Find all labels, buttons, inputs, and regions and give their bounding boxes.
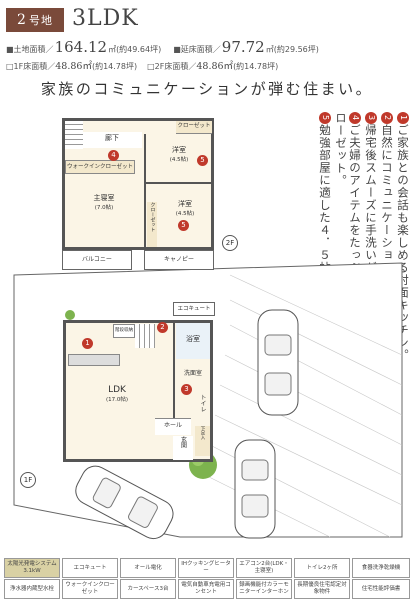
f2-closet-top: クローゼット (176, 121, 212, 134)
equipment-ev-outlet: 電気自動車充電用コンセント (178, 579, 234, 599)
marker-2: 2 (157, 322, 168, 333)
f2-stairs (65, 121, 83, 149)
land-area-label: ■土地面積／ (6, 45, 54, 54)
f2-balcony: バルコニー (62, 250, 132, 270)
equipment-dishwasher: 食器洗浄乾燥機 (352, 558, 410, 578)
floor-1-plan: エコキュート 階段収納 2 1 LDK (17.0帖) 浴室 洗面室 3 トイレ… (20, 298, 225, 488)
floor-2-plan: 廊下 クローゼット ウォークインクローゼット 4 主寝室 (7.0帖) 洋室 (… (52, 110, 238, 290)
plant-icon (65, 310, 75, 320)
marker-4: 4 (108, 150, 119, 161)
eco-cute-unit: エコキュート (173, 302, 215, 316)
area-block: ■土地面積／ 164.12 ㎡ (約49.64坪) ■延床面積／ 97.72 ㎡… (6, 38, 410, 72)
equipment-solar: 太陽光発電システム3.1kW (4, 558, 60, 578)
layout-title: 3LDK (72, 6, 139, 31)
f2-area-label: □2F床面積／ (147, 62, 197, 71)
f1-hall: ホール (155, 418, 191, 435)
marker-5-b: 5 (178, 220, 189, 231)
floor-area-unit: ㎡ (265, 45, 274, 54)
equipment-water-filter: 浄水器内蔵型水栓 (4, 579, 60, 599)
f2-canopy: キャノピー (144, 250, 214, 270)
f2-area-tsubo: (約14.78坪) (233, 62, 279, 71)
f1-toilet: トイレ (199, 394, 206, 412)
equipment-all-electric: オール電化 (120, 558, 176, 578)
marker-1: 1 (82, 338, 93, 349)
f1-bath: 浴室 (176, 323, 210, 359)
car-1-icon (257, 309, 299, 416)
feature-1-number: 1 (397, 112, 409, 124)
marker-3: 3 (181, 384, 192, 395)
f1-divider-v (173, 320, 175, 425)
equipment-toilet-2: トイレ2ヶ所 (294, 558, 350, 578)
f1-area-label: □1F床面積／ (6, 62, 56, 71)
equipment-wic: ウォークインクローゼット (62, 579, 118, 599)
f2-master-bedroom: 主寝室 (7.0帖) (93, 194, 115, 211)
feature-5-number: 5 (319, 112, 331, 124)
equipment-grid: 太陽光発電システム3.1kW エコキュート オール電化 IHクッキングヒーター … (4, 558, 410, 599)
f1-shoebox: 下足入 (195, 426, 210, 456)
f1-washroom: 洗面室 (183, 370, 202, 377)
feature-2-number: 2 (381, 112, 393, 124)
floor-2-label: 2F (222, 235, 238, 251)
f2-hallway: 廊下 (82, 132, 142, 148)
equipment-aircon: エアコン2台(LDK・主寝室) (236, 558, 292, 578)
feature-3-number: 3 (365, 112, 377, 124)
equipment-intercom: 録画機能付カラーモニターインターホン (236, 579, 292, 599)
equipment-car-space: カースペース3台 (120, 579, 176, 599)
lot-number: 2 (17, 12, 27, 28)
car-3-icon (75, 465, 174, 540)
f2-divider-v (144, 134, 146, 247)
f1-entrance: 玄関 (173, 436, 193, 460)
f2-area-value: 48.86㎡ (196, 61, 234, 72)
kitchen-counter (68, 354, 120, 366)
area-row-floors: □1F床面積／ 48.86㎡ (約14.78坪) □2F床面積／ 48.86㎡ … (6, 58, 410, 72)
marker-5-a: 5 (197, 155, 208, 166)
f2-western-room-2: 洋室 (4.5帖) (175, 200, 195, 217)
catch-copy: 家族のコミュニケーションが弾む住まい。 (40, 80, 374, 98)
floor-area-label: ■延床面積／ (173, 45, 221, 54)
equipment-long-life: 長期優良住宅認定対象物件 (294, 579, 350, 599)
equipment-ih-heater: IHクッキングヒーター (178, 558, 234, 578)
floor-1-label: 1F (20, 472, 36, 488)
floor-area-tsubo: (約29.56坪) (273, 45, 319, 54)
f1-area-tsubo: (約14.78坪) (91, 62, 138, 71)
car-2-icon (234, 439, 276, 539)
f2-walk-in-closet: ウォークインクローゼット (65, 160, 135, 174)
f2-western-room-1: 洋室 (4.5帖) (169, 146, 189, 163)
lot-suffix: 号地 (28, 14, 53, 27)
f2-divider-h (146, 182, 212, 184)
f1-stairs (135, 324, 155, 348)
area-row-main: ■土地面積／ 164.12 ㎡ (約49.64坪) ■延床面積／ 97.72 ㎡… (6, 38, 410, 56)
f1-stair-storage: 階段収納 (113, 324, 135, 338)
feature-4-number: 4 (349, 112, 361, 124)
floor-area-value: 97.72 (221, 38, 265, 56)
equipment-performance: 住宅性能評価書 (352, 579, 410, 599)
land-area-tsubo: (約49.64坪) (116, 45, 162, 54)
land-area-unit: ㎡ (108, 45, 117, 54)
f2-closet-vertical: クローゼット (147, 202, 157, 247)
land-area-value: 164.12 (54, 38, 108, 56)
f1-ldk: LDK (17.0帖) (105, 385, 129, 404)
equipment-eco-cute: エコキュート (62, 558, 118, 578)
f1-area-value: 48.86㎡ (55, 61, 92, 72)
